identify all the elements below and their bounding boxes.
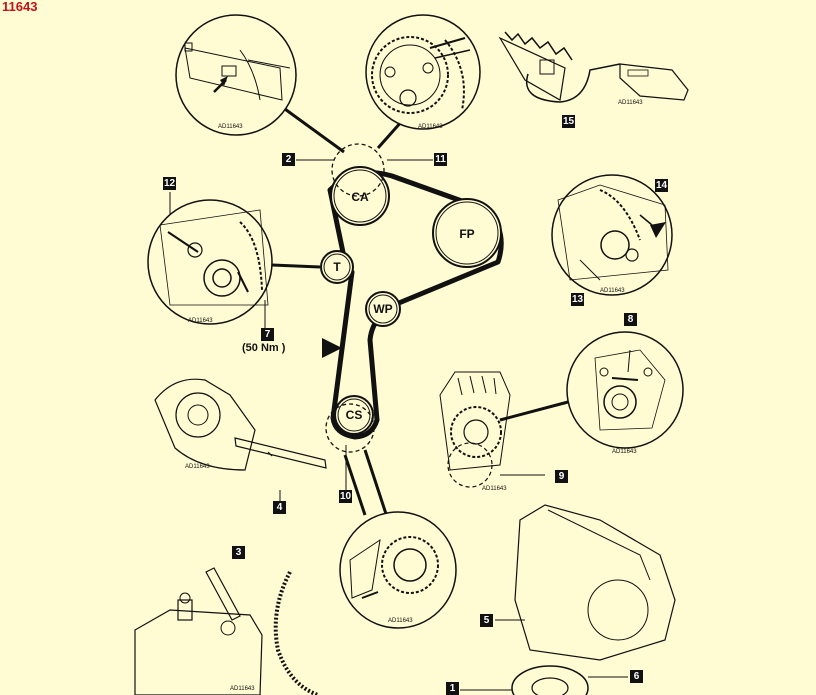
callout-14: 14 — [655, 179, 668, 192]
callout-8: 8 — [624, 313, 637, 326]
inset-belt-marking: AD11643 — [175, 14, 297, 136]
leader-lines — [271, 102, 569, 521]
crankshaft-pulley-label: CS — [346, 408, 363, 422]
ref-label: AD11643 — [482, 486, 507, 492]
callout-13: 13 — [571, 293, 584, 306]
fuel-pump-pulley: FP — [432, 198, 502, 268]
water-pump-pulley: WP — [365, 291, 401, 327]
inset-belt-tension-gauge: AD11643 — [498, 31, 689, 106]
ref-label: AD11643 — [612, 449, 637, 455]
ref-label: AD11643 — [185, 464, 210, 470]
ref-label: AD11643 — [618, 100, 643, 106]
ref-label: AD11643 — [230, 686, 255, 692]
inset-crank-gear: AD11643 — [339, 511, 457, 629]
callout-4: 4 — [273, 501, 286, 514]
callout-5: 5 — [480, 614, 493, 627]
callout-15: 15 — [562, 115, 575, 128]
ref-label: AD11643 — [600, 288, 625, 294]
callout-1: 1 — [446, 682, 459, 695]
inset-crank-sprocket: AD11643 AD11643 — [439, 331, 684, 492]
callout-3: 3 — [232, 546, 245, 559]
callout-6: 6 — [630, 670, 643, 683]
timing-cover — [460, 504, 676, 695]
inset-flywheel-lock: AD11643 — [134, 567, 319, 695]
callout-11: 11 — [434, 153, 447, 166]
fuel-pump-pulley-label: FP — [459, 227, 474, 241]
inset-camshaft-gear: AD11643 — [365, 14, 481, 130]
inset-tensioner: AD11643 — [147, 199, 273, 325]
tensioner-pulley-label: T — [333, 260, 341, 274]
callout-10: 10 — [339, 490, 352, 503]
inset-crankshaft-locking-tool: AD11643 — [154, 378, 327, 471]
callout-9: 9 — [555, 470, 568, 483]
callout-7: 7 — [261, 328, 274, 341]
ref-label: AD11643 — [418, 124, 443, 130]
inset-camshaft-locking: AD11643 — [551, 174, 673, 296]
crankshaft-pulley: CS — [325, 395, 375, 453]
ref-label: AD11643 — [388, 618, 413, 624]
camshaft-pulley-label: CA — [351, 190, 369, 204]
torque-note: (50 Nm ) — [242, 342, 286, 354]
water-pump-pulley-label: WP — [373, 302, 392, 316]
ref-label: AD11643 — [188, 318, 213, 324]
callout-12: 12 — [163, 177, 176, 190]
tensioner-pulley: T — [320, 250, 354, 284]
ref-label: AD11643 — [218, 124, 243, 130]
figure-code: 11643 — [2, 0, 38, 14]
camshaft-pulley: CA — [330, 143, 390, 226]
callout-2: 2 — [282, 153, 295, 166]
rotation-arrow-icon — [322, 338, 342, 358]
